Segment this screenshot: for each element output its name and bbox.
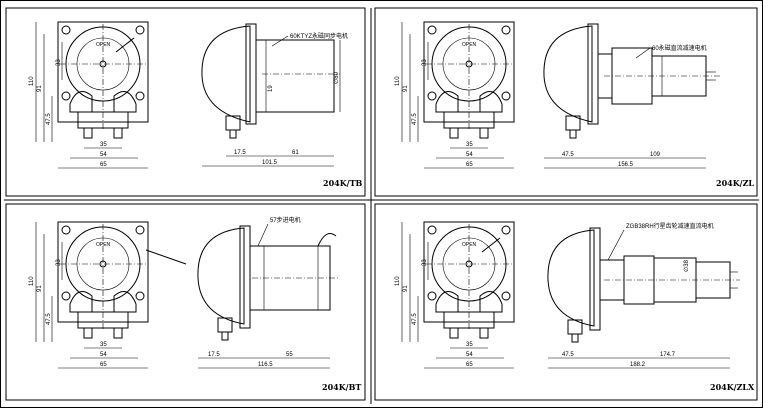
model-code: 204K/TB [323, 178, 363, 188]
motor-label: 57步进电机 [270, 216, 301, 224]
panel-tr: OPEN 110 91 47.5 33 35 54 65 [395, 21, 754, 188]
motor-label: 60KTYZ永磁同步电机 [290, 32, 348, 40]
dim-side-diameter: ∅80 [333, 71, 340, 84]
open-label: OPEN [462, 242, 477, 248]
dim-side-47-5: 47.5 [562, 352, 574, 358]
dim-side-17-5: 17.5 [234, 150, 246, 156]
panel-tl: OPEN 110 91 47.5 33 35 54 65 60KTY [29, 21, 363, 188]
dim-width-35: 35 [100, 142, 107, 148]
dim-side-17-5: 17.5 [208, 352, 220, 358]
model-code: 204K/BT [322, 382, 361, 392]
pump-side-view: 60永磁直流减速电机 47.5 109 156.5 [543, 23, 722, 169]
dim-height-91: 91 [37, 285, 43, 292]
dim-width-65: 65 [100, 162, 107, 168]
dim-width-65: 65 [466, 362, 473, 368]
dim-side-55: 55 [286, 352, 293, 358]
dim-side-61: 61 [292, 150, 299, 156]
dim-height-91: 91 [37, 85, 43, 92]
model-code: 204K/ZL [716, 178, 754, 188]
dim-width-54: 54 [466, 152, 473, 158]
dim-height-47-5: 47.5 [46, 113, 52, 125]
dim-width-35: 35 [466, 342, 473, 348]
dim-height-110: 110 [395, 76, 401, 86]
dim-side-109: 109 [650, 152, 661, 158]
pump-side-view: ZGB38RH行星齿轮减速直流电机 ∅38 47.5 174.7 188.2 [547, 222, 740, 369]
panel-frame-bl [5, 203, 366, 401]
dim-top-33: 33 [56, 59, 62, 66]
dim-height-91: 91 [403, 85, 409, 92]
panel-frame-tl [5, 7, 366, 197]
front-dimensions: 110 91 47.5 33 35 54 65 [395, 22, 514, 169]
dim-height-91: 91 [403, 285, 409, 292]
pump-front-view: OPEN [423, 21, 515, 139]
dim-side-diameter: ∅38 [683, 259, 690, 272]
dim-side-116-5: 116.5 [258, 362, 273, 368]
pump-front-view: OPEN [57, 221, 187, 339]
dim-height-47-5: 47.5 [412, 313, 418, 325]
dim-height-110: 110 [395, 276, 401, 286]
motor-label: 60永磁直流减速电机 [652, 44, 707, 52]
dim-top-33: 33 [56, 259, 62, 266]
dim-side-174-7: 174.7 [660, 352, 676, 358]
dim-height-110: 110 [29, 76, 35, 86]
open-label: OPEN [462, 42, 477, 48]
front-dimensions: 110 91 47.5 33 35 54 65 [29, 22, 148, 169]
open-label: OPEN [96, 42, 111, 48]
dim-height-47-5: 47.5 [46, 313, 52, 325]
dim-width-54: 54 [466, 352, 473, 358]
motor-label: ZGB38RH行星齿轮减速直流电机 [626, 222, 714, 230]
dim-top-33: 33 [422, 59, 428, 66]
pump-side-view: 60KTYZ永磁同步电机 ∅80 19 17.5 61 101.5 [201, 23, 348, 167]
dim-width-35: 35 [466, 142, 473, 148]
panel-frame-br [374, 203, 758, 401]
dim-width-54: 54 [100, 152, 107, 158]
dim-side-101-5: 101.5 [262, 160, 278, 166]
dim-width-54: 54 [100, 352, 107, 358]
dim-height-47-5: 47.5 [412, 113, 418, 125]
front-dimensions: 110 91 47.5 33 35 54 65 [395, 222, 514, 369]
dim-side-inner: 19 [268, 85, 274, 92]
panel-bl: OPEN 110 91 47.5 33 35 54 65 [29, 216, 361, 392]
pump-side-view: 57步进电机 17.5 55 116.5 [197, 216, 340, 369]
dim-width-65: 65 [100, 362, 107, 368]
pump-front-view: OPEN [423, 221, 515, 339]
dim-side-47-5: 47.5 [562, 152, 574, 158]
dim-top-33: 33 [422, 259, 428, 266]
panel-frame-tr [374, 7, 758, 197]
open-label: OPEN [96, 242, 111, 248]
dim-side-156-5: 156.5 [618, 162, 634, 168]
panel-br: OPEN 110 91 47.5 33 35 54 65 [395, 221, 755, 392]
model-code: 204K/ZLX [710, 382, 755, 392]
front-dimensions: 110 91 47.5 33 35 54 65 [29, 222, 148, 369]
dim-width-65: 65 [466, 162, 473, 168]
pump-front-view: OPEN [57, 21, 149, 139]
dim-side-188-2: 188.2 [630, 362, 646, 368]
dim-height-110: 110 [29, 276, 35, 286]
dim-width-35: 35 [100, 342, 107, 348]
